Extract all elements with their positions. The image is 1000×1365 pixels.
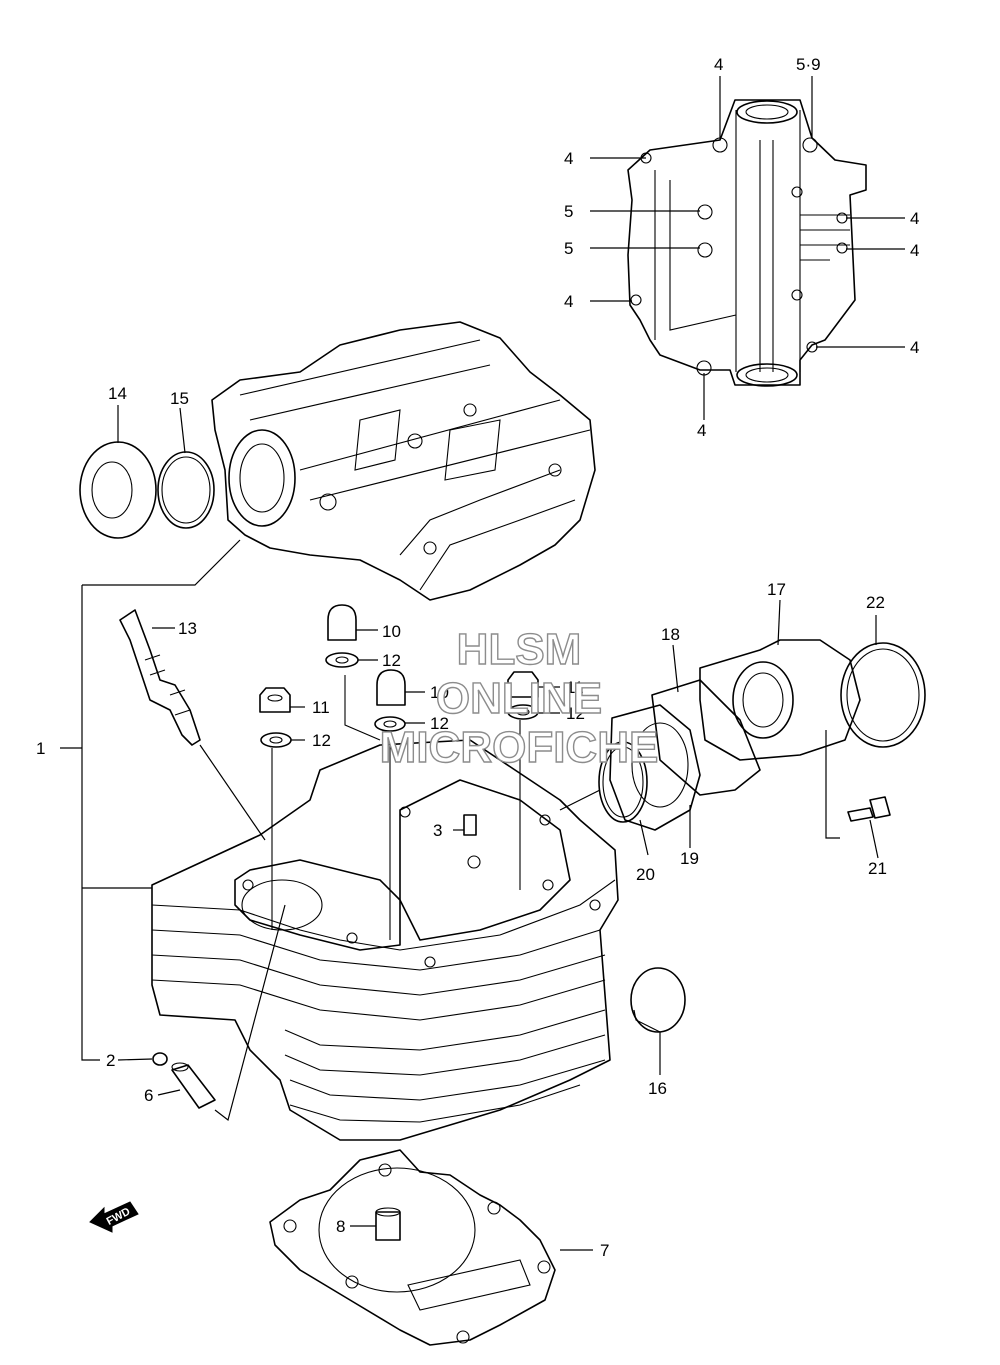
callout-labels: 4 5·9 4 5 4 5 4 4 4 4 14 15 13 10 12 10 … — [36, 55, 919, 1260]
callout-20: 20 — [636, 865, 655, 884]
callout-4: 4 — [910, 338, 919, 357]
callout-4: 4 — [564, 292, 573, 311]
callout-1: 1 — [36, 739, 45, 758]
callout-7: 7 — [600, 1241, 609, 1260]
callout-3: 3 — [433, 821, 442, 840]
callout-5-9: 5·9 — [796, 55, 821, 74]
callout-2: 2 — [106, 1051, 115, 1070]
callout-5: 5 — [564, 202, 573, 221]
callout-11: 11 — [312, 698, 330, 717]
callout-22: 22 — [866, 593, 885, 612]
studs — [271, 675, 521, 940]
part-13-spark-plug — [119, 609, 201, 746]
callout-12: 12 — [430, 714, 449, 733]
callout-5: 5 — [564, 239, 573, 258]
nuts-and-washers — [259, 604, 539, 748]
part-14-cap — [79, 441, 157, 539]
callout-10: 10 — [382, 622, 401, 641]
watermark-line3: MICROFICHE — [380, 723, 659, 772]
callout-4: 4 — [910, 209, 919, 228]
cylinder-block — [151, 739, 619, 1141]
callout-14: 14 — [108, 384, 127, 403]
callout-19: 19 — [680, 849, 699, 868]
part-7-gasket — [269, 1149, 556, 1346]
part-16-plug — [630, 967, 686, 1033]
callout-4: 4 — [910, 241, 919, 260]
callout-6: 6 — [144, 1086, 153, 1105]
watermark-line1: HLSM — [457, 625, 582, 674]
callout-4: 4 — [564, 149, 573, 168]
callout-13: 13 — [178, 619, 197, 638]
callout-17: 17 — [767, 580, 786, 599]
callout-10: 10 — [430, 683, 449, 702]
callout-12: 12 — [566, 704, 585, 723]
fwd-label: FWD — [105, 1206, 133, 1228]
fwd-arrow: FWD — [89, 1201, 139, 1233]
callout-8: 8 — [336, 1217, 345, 1236]
part-2-and-6-dowels — [152, 1052, 216, 1109]
callout-4: 4 — [714, 55, 723, 74]
part-15-o-ring — [157, 451, 215, 529]
watermark: HLSM ONLINE MICROFICHE — [379, 624, 659, 772]
callout-12: 12 — [312, 731, 331, 750]
part-3-dowel — [463, 814, 477, 836]
callout-11: 11 — [566, 678, 584, 697]
callout-16: 16 — [648, 1079, 667, 1098]
callout-4: 4 — [697, 421, 706, 440]
leader-lines — [60, 76, 905, 1251]
callout-18: 18 — [661, 625, 680, 644]
cylinder-head-iso-view — [211, 321, 596, 601]
callout-12: 12 — [382, 651, 401, 670]
callout-21: 21 — [868, 859, 887, 878]
head-cover-top-view — [627, 99, 867, 387]
callout-15: 15 — [170, 389, 189, 408]
watermark-line2: ONLINE — [436, 674, 602, 723]
